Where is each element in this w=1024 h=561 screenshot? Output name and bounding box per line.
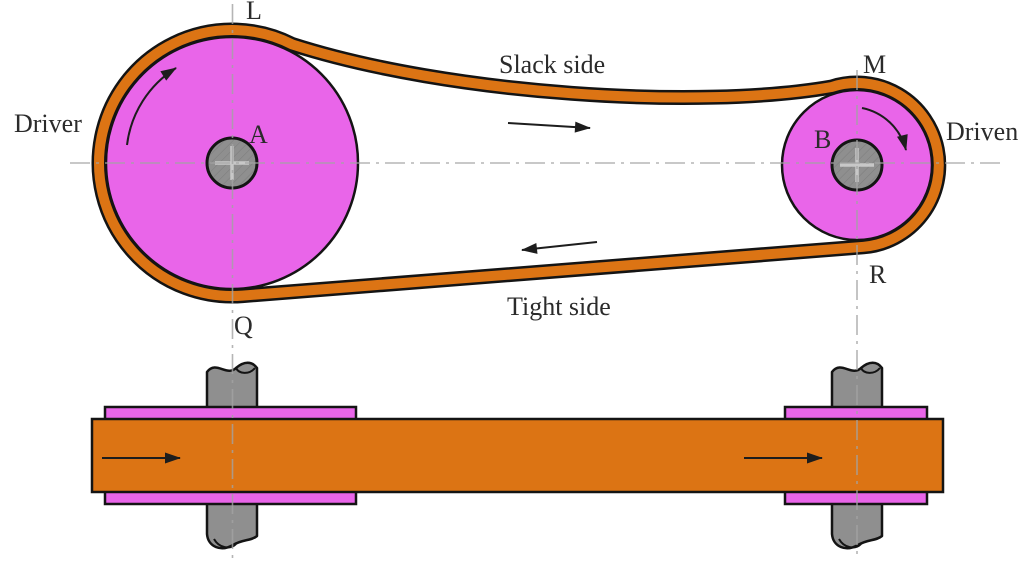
driver-label: Driver [14, 109, 82, 138]
pulley-B-label: B [814, 125, 831, 154]
pulley-A-label: A [249, 120, 268, 149]
belt-plan [90, 417, 945, 494]
point-Q-label: Q [234, 311, 253, 340]
slack-side-label: Slack side [499, 50, 605, 79]
slack-side-direction-arrow [507, 121, 591, 133]
tight-side-label: Tight side [507, 292, 611, 321]
driven-rotation-arrow [861, 107, 908, 151]
centerlines [70, 4, 1003, 558]
tight-side-direction-arrow [521, 241, 598, 254]
point-M-label: M [863, 50, 886, 79]
belt [94, 25, 944, 302]
left-shaft [205, 361, 259, 550]
driver-rotation-arrow [126, 67, 177, 146]
point-R-label: R [869, 260, 887, 289]
point-L-label: L [246, 0, 262, 25]
driven-label: Driven [946, 117, 1018, 146]
